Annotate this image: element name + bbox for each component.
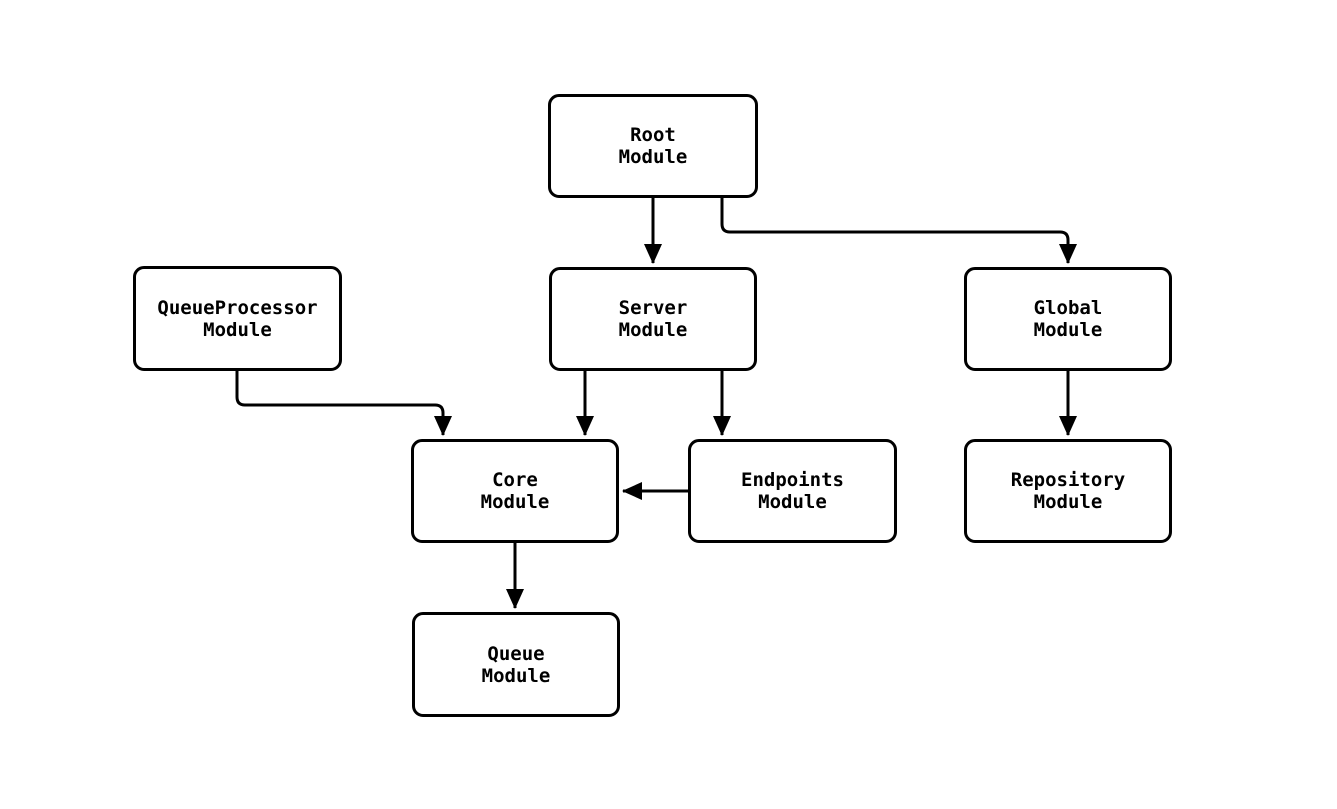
node-server-module: Server Module <box>549 267 757 371</box>
node-repository-module: Repository Module <box>964 439 1172 543</box>
node-core-module: Core Module <box>411 439 619 543</box>
node-queue-module: Queue Module <box>412 612 620 717</box>
node-endpoints-module-label: Endpoints Module <box>741 469 844 513</box>
node-server-module-label: Server Module <box>618 297 688 341</box>
node-queue-module-label: Queue Module <box>481 642 551 687</box>
node-queueprocessor-module: QueueProcessor Module <box>133 266 342 371</box>
edge-queueprocessor-to-core <box>235 371 452 436</box>
node-repository-module-label: Repository Module <box>1010 469 1126 513</box>
node-global-module-label: Global Module <box>1033 297 1103 341</box>
node-core-module-label: Core Module <box>480 469 550 513</box>
node-root-module: Root Module <box>548 94 758 198</box>
node-global-module: Global Module <box>964 267 1172 371</box>
edge-root-to-global <box>720 198 1077 264</box>
node-endpoints-module: Endpoints Module <box>688 439 897 543</box>
node-queueprocessor-module-label: QueueProcessor Module <box>157 296 318 341</box>
node-root-module-label: Root Module <box>618 124 688 168</box>
